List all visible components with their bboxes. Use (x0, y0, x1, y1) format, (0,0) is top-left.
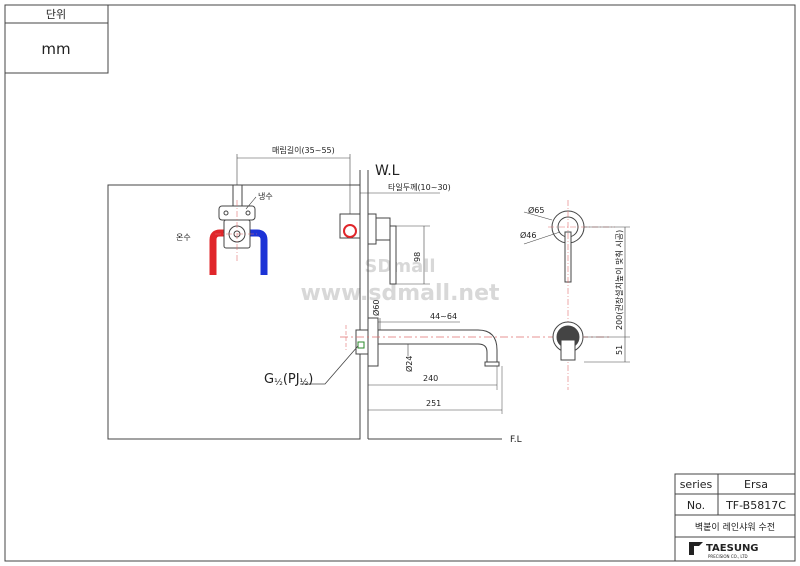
logo-mark-icon (689, 542, 703, 555)
title-block (674, 473, 796, 562)
valve-front-view (209, 185, 268, 275)
dim-65-label: Ø65 (528, 205, 544, 215)
company-sub: PRECISION CO., LTD (708, 554, 748, 559)
valve-side-view (339, 213, 397, 285)
thread-marker (357, 341, 365, 349)
series-label: series (680, 478, 713, 491)
model-no-value: TF-B5817C (725, 499, 786, 512)
dim-240-label: 240 (423, 374, 438, 383)
water-level-label: W.L (375, 163, 400, 179)
cold-water-label: 냉수 (258, 191, 273, 201)
hot-water-label: 온수 (176, 233, 191, 242)
spout-side-view (355, 317, 500, 367)
unit-box: 단위 mm (4, 4, 109, 74)
floor-label: F.L (510, 435, 522, 445)
watermark-url: www.sdmall.net (300, 281, 500, 306)
company-name: TAESUNG (706, 543, 759, 554)
dim-24-label: Ø24 (404, 356, 414, 372)
unit-label: 단위 (46, 8, 66, 21)
thread-leader (300, 345, 359, 385)
series-value: Ersa (744, 478, 768, 491)
dim-98-label: 98 (413, 252, 422, 262)
hot-pipe (209, 229, 228, 275)
dim-44-64-label: 44~64 (430, 312, 457, 321)
product-description: 벽붙이 레인샤워 수전 (695, 522, 775, 533)
tile-thickness-label: 타일두께(10~30) (388, 183, 451, 192)
watermark-brand: SDmall (364, 256, 435, 277)
cold-pipe (249, 229, 268, 275)
dim-251-label: 251 (426, 399, 441, 408)
company-logo: TAESUNG PRECISION CO., LTD (689, 542, 759, 559)
model-no-label: No. (687, 499, 705, 512)
drawing-frame (4, 4, 796, 562)
spout-front-view (552, 321, 584, 361)
dim-200-label: 200(권장설치높이 맞춰 시공) (614, 230, 624, 330)
thread-label: G½(PJ½) (264, 372, 313, 388)
unit-value: mm (41, 40, 70, 58)
dim-46-label: Ø46 (520, 230, 536, 240)
dim-60-label: Ø60 (371, 300, 381, 316)
dim-51-label: 51 (615, 345, 624, 355)
embed-depth-label: 매립길이(35~55) (272, 145, 335, 155)
